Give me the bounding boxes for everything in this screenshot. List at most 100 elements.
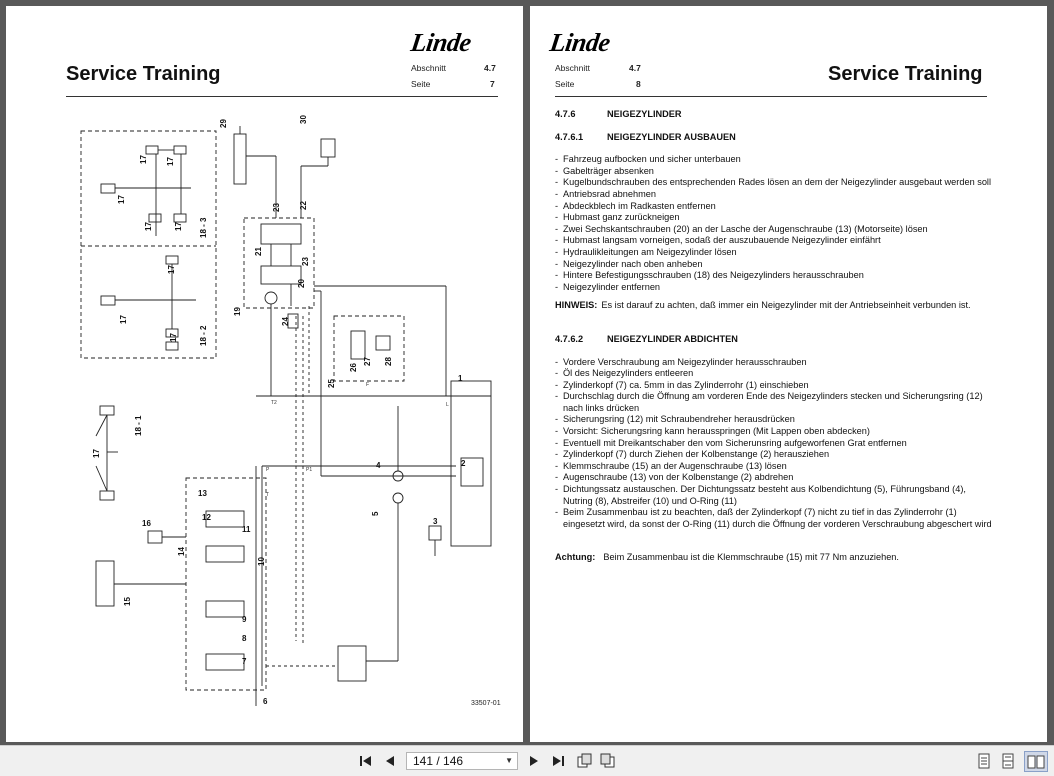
heading-4-7-6-1: 4.7.6.1 NEIGEZYLINDER AUSBAUEN <box>555 132 995 144</box>
svg-text:T: T <box>266 492 269 498</box>
list-item: Hintere Befestigungsschrauben (18) des N… <box>555 270 995 282</box>
page-value: 7 <box>490 79 495 89</box>
achtung-text: Beim Zusammenbau ist die Klemmschraube (… <box>603 552 899 563</box>
hydraulic-schematic: 29 30 17 17 17 17 17 18 - 3 23 22 21 23 … <box>80 115 492 706</box>
svg-text:23: 23 <box>301 257 310 266</box>
viewer-toolbar: 141 / 146 ▼ <box>0 745 1054 776</box>
svg-text:19: 19 <box>233 307 242 316</box>
page-title: Service Training <box>66 63 221 85</box>
svg-text:17: 17 <box>144 222 153 231</box>
list-item: Vorsicht: Sicherungsring kann herausspri… <box>555 426 995 438</box>
svg-text:16: 16 <box>142 519 151 528</box>
svg-text:21: 21 <box>254 247 263 256</box>
list-item: Hydraulikleitungen am Neigezylinder löse… <box>555 247 995 259</box>
section-value: 4.7 <box>629 63 641 73</box>
svg-text:9: 9 <box>242 615 247 624</box>
svg-text:7: 7 <box>242 657 247 666</box>
section-label: Abschnitt <box>411 63 446 73</box>
section-value: 4.7 <box>484 63 496 73</box>
svg-text:18 - 1: 18 - 1 <box>134 415 143 436</box>
svg-text:L: L <box>446 402 449 408</box>
rotate-alt-icon[interactable] <box>600 753 616 769</box>
page-content: 4.7.6 NEIGEZYLINDER 4.7.6.1 NEIGEZYLINDE… <box>555 109 995 564</box>
list-item: Gabelträger absenken <box>555 166 995 178</box>
svg-text:14: 14 <box>177 547 186 556</box>
svg-text:F: F <box>366 382 369 388</box>
svg-text:13: 13 <box>198 489 207 498</box>
list-item: Eventuell mit Dreikantschaber den vom Si… <box>555 438 995 450</box>
chevron-down-icon: ▼ <box>505 756 513 765</box>
last-page-icon[interactable] <box>550 753 566 769</box>
list-item: Klemmschraube (15) an der Augenschraube … <box>555 461 995 473</box>
first-page-icon[interactable] <box>358 753 374 769</box>
list-item: Neigezylinder entfernen <box>555 282 995 294</box>
hinweis-text: Es ist darauf zu achten, daß immer ein N… <box>601 300 971 311</box>
list-item: Fahrzeug aufbocken und sicher unterbauen <box>555 154 995 166</box>
page-title: Service Training <box>828 63 983 85</box>
svg-text:17: 17 <box>92 449 101 458</box>
svg-text:1: 1 <box>458 374 463 383</box>
heading-number: 4.7.6.1 <box>555 131 584 142</box>
svg-text:T2: T2 <box>271 400 277 406</box>
hinweis-label: HINWEIS: <box>555 300 598 311</box>
svg-text:4: 4 <box>376 461 381 470</box>
svg-text:15: 15 <box>123 597 132 606</box>
list-item: Sicherungsring (12) mit Schraubendreher … <box>555 414 995 426</box>
svg-text:17: 17 <box>174 222 183 231</box>
page-left: Linde Service Training Abschnitt 4.7 Sei… <box>6 6 523 742</box>
svg-text:2: 2 <box>461 459 466 468</box>
single-page-view-icon[interactable] <box>976 753 992 769</box>
svg-text:8: 8 <box>242 634 247 643</box>
next-page-icon[interactable] <box>526 753 542 769</box>
achtung-label: Achtung: <box>555 552 596 563</box>
svg-text:P: P <box>266 467 270 473</box>
list-item: Kugelbundschrauben des entsprechenden Ra… <box>555 177 995 189</box>
list-item: Antriebsrad abnehmen <box>555 189 995 201</box>
page-right: Linde Abschnitt 4.7 Seite 8 Service Trai… <box>530 6 1047 742</box>
list-item: Abdeckblech im Radkasten entfernen <box>555 201 995 213</box>
page-select[interactable]: 141 / 146 ▼ <box>406 752 518 770</box>
list-item: Beim Zusammenbau ist zu beachten, daß de… <box>555 507 995 530</box>
page-label: Seite <box>555 79 575 89</box>
svg-text:30: 30 <box>299 115 308 124</box>
list-item: Augenschraube (13) von der Kolbenstange … <box>555 472 995 484</box>
continuous-view-icon[interactable] <box>1000 753 1016 769</box>
svg-text:18 - 2: 18 - 2 <box>199 325 208 346</box>
svg-text:22: 22 <box>299 201 308 210</box>
page-indicator: 141 / 146 <box>413 754 464 768</box>
heading-4-7-6-2: 4.7.6.2 NEIGEZYLINDER ABDICHTEN <box>555 334 995 346</box>
header-rule <box>555 96 987 97</box>
svg-text:17: 17 <box>167 265 176 274</box>
list-item: Zwei Sechskantschrauben (20) an der Lasc… <box>555 224 995 236</box>
document-viewer: Linde Service Training Abschnitt 4.7 Sei… <box>0 0 1054 745</box>
list-item: Hubmast ganz zurückneigen <box>555 212 995 224</box>
list-item: Öl des Neigezylinders entleeren <box>555 368 995 380</box>
heading-number: 4.7.6.2 <box>555 333 584 344</box>
svg-text:6: 6 <box>263 697 268 706</box>
svg-text:17: 17 <box>169 333 178 342</box>
two-page-view-icon[interactable] <box>1024 751 1048 772</box>
svg-text:11: 11 <box>242 525 251 534</box>
svg-text:P1: P1 <box>306 467 312 473</box>
svg-text:18 - 3: 18 - 3 <box>199 217 208 238</box>
heading-text: NEIGEZYLINDER AUSBAUEN <box>607 131 736 142</box>
svg-text:24: 24 <box>281 317 290 326</box>
linde-logo: Linde <box>548 28 612 57</box>
hinweis-note: HINWEIS: Es ist darauf zu achten, daß im… <box>555 300 995 312</box>
list-item: Dichtungssatz austauschen. Der Dichtungs… <box>555 484 995 507</box>
svg-text:17: 17 <box>166 157 175 166</box>
svg-text:26: 26 <box>349 363 358 372</box>
heading-4-7-6: 4.7.6 NEIGEZYLINDER <box>555 109 995 121</box>
heading-text: NEIGEZYLINDER <box>607 109 682 119</box>
removal-steps-list: Fahrzeug aufbocken und sicher unterbauen… <box>555 154 995 293</box>
svg-text:20: 20 <box>297 279 306 288</box>
list-item: Vordere Verschraubung am Neigezylinder h… <box>555 357 995 369</box>
header-rule <box>66 96 498 97</box>
rotate-icon[interactable] <box>576 753 592 769</box>
svg-text:5: 5 <box>371 511 380 516</box>
list-item: Zylinderkopf (7) durch Ziehen der Kolben… <box>555 449 995 461</box>
list-item: Durchschlag durch die Öffnung am vordere… <box>555 391 995 414</box>
svg-text:23: 23 <box>272 203 281 212</box>
list-item: Zylinderkopf (7) ca. 5mm in das Zylinder… <box>555 380 995 392</box>
prev-page-icon[interactable] <box>382 753 398 769</box>
